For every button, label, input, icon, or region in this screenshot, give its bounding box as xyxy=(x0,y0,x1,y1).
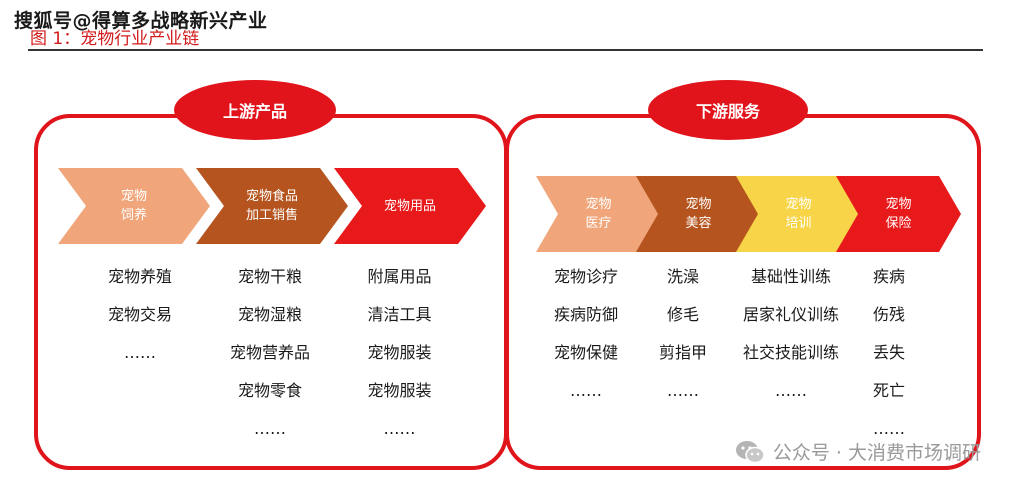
downstream-item: 基础性训练 xyxy=(750,267,831,286)
downstream-chevron-4 xyxy=(836,176,961,252)
upstream-chevron-label-1: 宠物饲养 xyxy=(86,168,182,244)
downstream-chevron-shape-4 xyxy=(836,176,961,252)
upstream-chevron-label-3: 宠物用品 xyxy=(362,168,458,244)
downstream-chevron-label-line: 保险 xyxy=(885,216,912,231)
upstream-item: 附属用品 xyxy=(367,267,432,286)
watermark-bottom-text: 公众号 · 大消费市场调研 xyxy=(772,442,981,464)
downstream-chevron-label-line: 美容 xyxy=(685,216,712,231)
downstream-column-4: 疾病伤残丢失死亡 …… xyxy=(858,258,920,448)
downstream-item: 宠物诊疗 xyxy=(553,267,618,286)
upstream-item: 宠物养殖 xyxy=(107,267,172,286)
upstream-item: 宠物零食 xyxy=(237,381,302,400)
upstream-column-2: 宠物干粮宠物湿粮宠物营养品宠物零食 …… xyxy=(220,258,320,448)
upstream-column-1: 宠物养殖宠物交易 …… xyxy=(95,258,185,372)
downstream-item: 疾病防御 xyxy=(553,305,618,324)
downstream-chevron-label-line: 宠物 xyxy=(785,197,812,212)
upstream-chevron-shape-3 xyxy=(334,168,486,244)
downstream-item: 修毛 xyxy=(666,305,699,324)
downstream-chevron-label-line: 培训 xyxy=(785,216,812,231)
downstream-chevron-label-line: 宠物 xyxy=(885,197,912,212)
wechat-icon xyxy=(735,440,765,463)
downstream-column-1: 宠物诊疗疾病防御宠物保健 …… xyxy=(544,258,628,410)
downstream-item: …… xyxy=(873,419,905,438)
downstream-chevron-label-1: 宠物医疗 xyxy=(558,176,639,252)
figure-title: 图 1：宠物行业产业链 xyxy=(30,29,200,49)
upstream-item: 清洁工具 xyxy=(367,305,432,324)
upstream-item: …… xyxy=(124,343,156,362)
downstream-chevron-label-line: 医疗 xyxy=(585,216,612,231)
upstream-item: 宠物服装 xyxy=(367,343,432,362)
upstream-item: 宠物湿粮 xyxy=(237,305,302,324)
downstream-chevron-1 xyxy=(536,176,661,252)
upstream-chevron-1 xyxy=(58,168,210,244)
downstream-item: …… xyxy=(667,381,699,400)
downstream-item: …… xyxy=(570,381,602,400)
upstream-column-3: 附属用品清洁工具宠物服装宠物服装…… xyxy=(352,258,447,448)
downstream-item: 丢失 xyxy=(872,343,905,362)
downstream-item: …… xyxy=(775,381,807,400)
downstream-chevron-label-3: 宠物培训 xyxy=(758,176,839,252)
watermark-bottom: 公众号 · 大消费市场调研 xyxy=(735,438,981,465)
upstream-chevron-shape-2 xyxy=(196,168,348,244)
upstream-chevron-shape-1 xyxy=(58,168,210,244)
downstream-item: 社交技能训练 xyxy=(742,343,839,362)
downstream-column-2: 洗澡修毛剪指甲 …… xyxy=(646,258,720,410)
upstream-chevron-label-line: 饲养 xyxy=(120,208,147,223)
upstream-item: 宠物交易 xyxy=(107,305,172,324)
downstream-chevron-label-2: 宠物美容 xyxy=(658,176,739,252)
upstream-item: …… xyxy=(254,419,286,438)
downstream-title-badge: 下游服务 xyxy=(648,80,808,140)
downstream-item: 剪指甲 xyxy=(658,343,707,362)
upstream-chevron-label-line: 宠物用品 xyxy=(383,198,436,214)
downstream-panel xyxy=(505,114,981,470)
upstream-item: 宠物营养品 xyxy=(229,343,310,362)
downstream-chevron-shape-1 xyxy=(536,176,661,252)
upstream-chevron-2 xyxy=(196,168,348,244)
downstream-item: 死亡 xyxy=(872,381,905,400)
downstream-item: 宠物保健 xyxy=(553,343,618,362)
downstream-chevron-3 xyxy=(736,176,861,252)
upstream-item: 宠物干粮 xyxy=(237,267,302,286)
upstream-chevron-label-line: 宠物 xyxy=(120,189,147,204)
downstream-item: 伤残 xyxy=(872,305,905,324)
downstream-item: 洗澡 xyxy=(666,267,699,286)
upstream-item: …… xyxy=(383,419,416,438)
upstream-chevron-label-line: 宠物食品 xyxy=(245,189,298,204)
watermark-top: 搜狐号@得算多战略新兴产业 xyxy=(14,10,268,32)
downstream-chevron-label-line: 宠物 xyxy=(585,197,612,212)
downstream-item: 居家礼仪训练 xyxy=(742,305,839,324)
downstream-column-3: 基础性训练居家礼仪训练社交技能训练 …… xyxy=(730,258,852,410)
downstream-chevron-shape-2 xyxy=(636,176,761,252)
downstream-chevron-label-line: 宠物 xyxy=(685,197,712,212)
downstream-chevron-label-4: 宠物保险 xyxy=(858,176,939,252)
upstream-item: 宠物服装 xyxy=(367,381,432,400)
upstream-chevron-3 xyxy=(334,168,486,244)
downstream-item: 疾病 xyxy=(872,267,905,286)
downstream-chevron-2 xyxy=(636,176,761,252)
upstream-title-badge: 上游产品 xyxy=(174,80,336,140)
upstream-chevron-label-line: 加工销售 xyxy=(245,208,298,223)
downstream-chevron-shape-3 xyxy=(736,176,861,252)
upstream-chevron-label-2: 宠物食品加工销售 xyxy=(224,168,320,244)
title-divider xyxy=(28,49,983,51)
